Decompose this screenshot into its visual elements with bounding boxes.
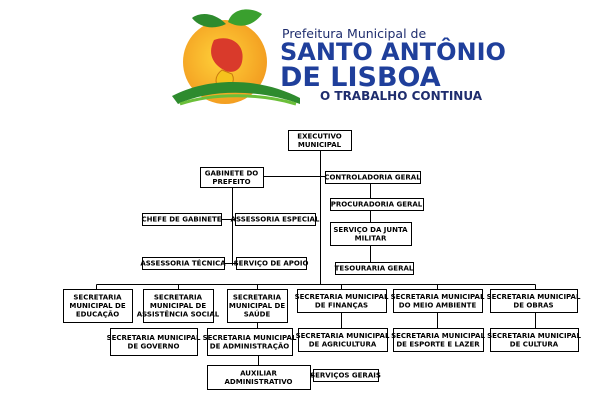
node-box bbox=[227, 289, 288, 323]
node-box bbox=[207, 365, 311, 390]
prefeitura-logo: Prefeitura Municipal de SANTO ANTÔNIO DE… bbox=[172, 9, 506, 106]
node-label: SECRETARIA MUNICIPAL bbox=[391, 293, 485, 301]
node-box bbox=[236, 257, 307, 270]
node-box bbox=[110, 328, 198, 356]
node-label: SERVIÇO DA JUNTA bbox=[333, 226, 408, 234]
node-label: MUNICIPAL DE bbox=[69, 302, 125, 310]
node-label: PROCURADORIA GERAL bbox=[331, 201, 423, 209]
node-label: DE ESPORTE E LAZER bbox=[396, 340, 480, 348]
node-box bbox=[200, 167, 264, 188]
node-controladoria: CONTROLADORIA GERAL bbox=[324, 171, 421, 184]
node-label: ASSESSORIA TÉCNICA bbox=[140, 259, 226, 268]
node-label: CHEFE DE GABINETE bbox=[141, 216, 221, 224]
node-label: MILITAR bbox=[355, 234, 387, 242]
node-label: GABINETE DO bbox=[205, 169, 259, 177]
node-label: SECRETARIA bbox=[154, 294, 203, 302]
node-box bbox=[143, 289, 214, 323]
node-box bbox=[335, 262, 414, 275]
brand-line2: SANTO ANTÔNIO bbox=[280, 36, 506, 66]
brand-line3: DE LISBOA bbox=[280, 62, 441, 93]
node-procuradoria: PROCURADORIA GERAL bbox=[330, 198, 424, 211]
node-label: SECRETARIA MUNICIPAL bbox=[296, 332, 390, 340]
node-label: DE ADMINISTRAÇÃO bbox=[210, 341, 289, 350]
node-box bbox=[313, 369, 379, 382]
node-label: MUNICIPAL bbox=[298, 141, 342, 149]
node-label: DO MEIO AMBIENTE bbox=[399, 301, 477, 309]
node-label: TESOURARIA GERAL bbox=[335, 265, 414, 273]
node-label: SERVIÇO DE APOIO bbox=[234, 260, 309, 268]
node-box bbox=[63, 289, 133, 323]
node-box bbox=[207, 328, 293, 356]
node-label: AUXILIAR bbox=[240, 369, 277, 377]
node-label: SECRETARIA MUNICIPAL bbox=[295, 293, 389, 301]
node-label: SAÚDE bbox=[244, 310, 271, 319]
node-label: DE AGRICULTURA bbox=[309, 340, 377, 348]
node-label: DE FINANÇAS bbox=[315, 301, 368, 309]
node-box bbox=[288, 130, 352, 151]
node-box bbox=[393, 289, 483, 313]
node-box bbox=[490, 289, 578, 313]
node-servicos-gerais: SERVIÇOS GERAIS bbox=[310, 369, 381, 382]
node-label: CONTROLADORIA GERAL bbox=[324, 174, 421, 182]
node-assessoria-tecnica: ASSESSORIA TÉCNICA bbox=[140, 257, 226, 270]
node-label: DE GOVERNO bbox=[128, 342, 180, 350]
node-box bbox=[490, 328, 579, 352]
node-servico-apoio: SERVIÇO DE APOIO bbox=[234, 257, 309, 270]
node-label: PREFEITO bbox=[212, 178, 250, 186]
node-box bbox=[393, 328, 484, 352]
leaf-icon bbox=[228, 9, 262, 26]
hills-icon bbox=[179, 94, 297, 106]
node-label: SECRETARIA MUNICIPAL bbox=[203, 334, 297, 342]
node-box bbox=[330, 222, 412, 246]
cashew-fruit-icon bbox=[211, 38, 243, 72]
node-label: EXECUTIVO bbox=[297, 132, 341, 140]
node-label: SERVIÇOS GERAIS bbox=[310, 372, 381, 380]
node-label: SECRETARIA MUNICIPAL bbox=[487, 293, 581, 301]
brand-line1: Prefeitura Municipal de bbox=[282, 26, 426, 41]
node-box bbox=[330, 198, 424, 211]
node-tesouraria: TESOURARIA GERAL bbox=[335, 262, 414, 275]
node-box bbox=[142, 257, 225, 270]
node-label: EDUCAÇÃO bbox=[76, 310, 119, 319]
node-label: MUNICIPAL DE bbox=[229, 302, 285, 310]
node-label: SECRETARIA MUNICIPAL bbox=[107, 334, 201, 342]
node-label: SECRETARIA MUNICIPAL bbox=[487, 332, 581, 340]
node-box bbox=[298, 328, 388, 352]
node-label: SECRETARIA MUNICIPAL bbox=[391, 332, 485, 340]
brand-tagline: O TRABALHO CONTINUA bbox=[320, 89, 483, 103]
node-label: MUNICIPAL DE bbox=[150, 302, 206, 310]
node-label: ASSISTÊNCIA SOCIAL bbox=[137, 310, 220, 319]
node-box bbox=[325, 171, 421, 184]
node-label: SECRETARIA bbox=[73, 294, 122, 302]
node-label: ADMINISTRATIVO bbox=[225, 378, 293, 386]
node-label: DE CULTURA bbox=[510, 340, 559, 348]
node-label: DE OBRAS bbox=[513, 301, 553, 309]
node-assessoria-especial: ASSESSORIA ESPECIAL bbox=[231, 213, 320, 226]
node-label: SECRETARIA bbox=[233, 294, 282, 302]
node-box bbox=[142, 213, 222, 226]
hills-icon bbox=[172, 81, 300, 104]
node-label: ASSESSORIA ESPECIAL bbox=[231, 216, 320, 224]
node-box bbox=[297, 289, 387, 313]
node-chefe-gabinete: CHEFE DE GABINETE bbox=[141, 213, 222, 226]
node-box bbox=[235, 213, 316, 226]
leaf-icon bbox=[192, 14, 226, 28]
